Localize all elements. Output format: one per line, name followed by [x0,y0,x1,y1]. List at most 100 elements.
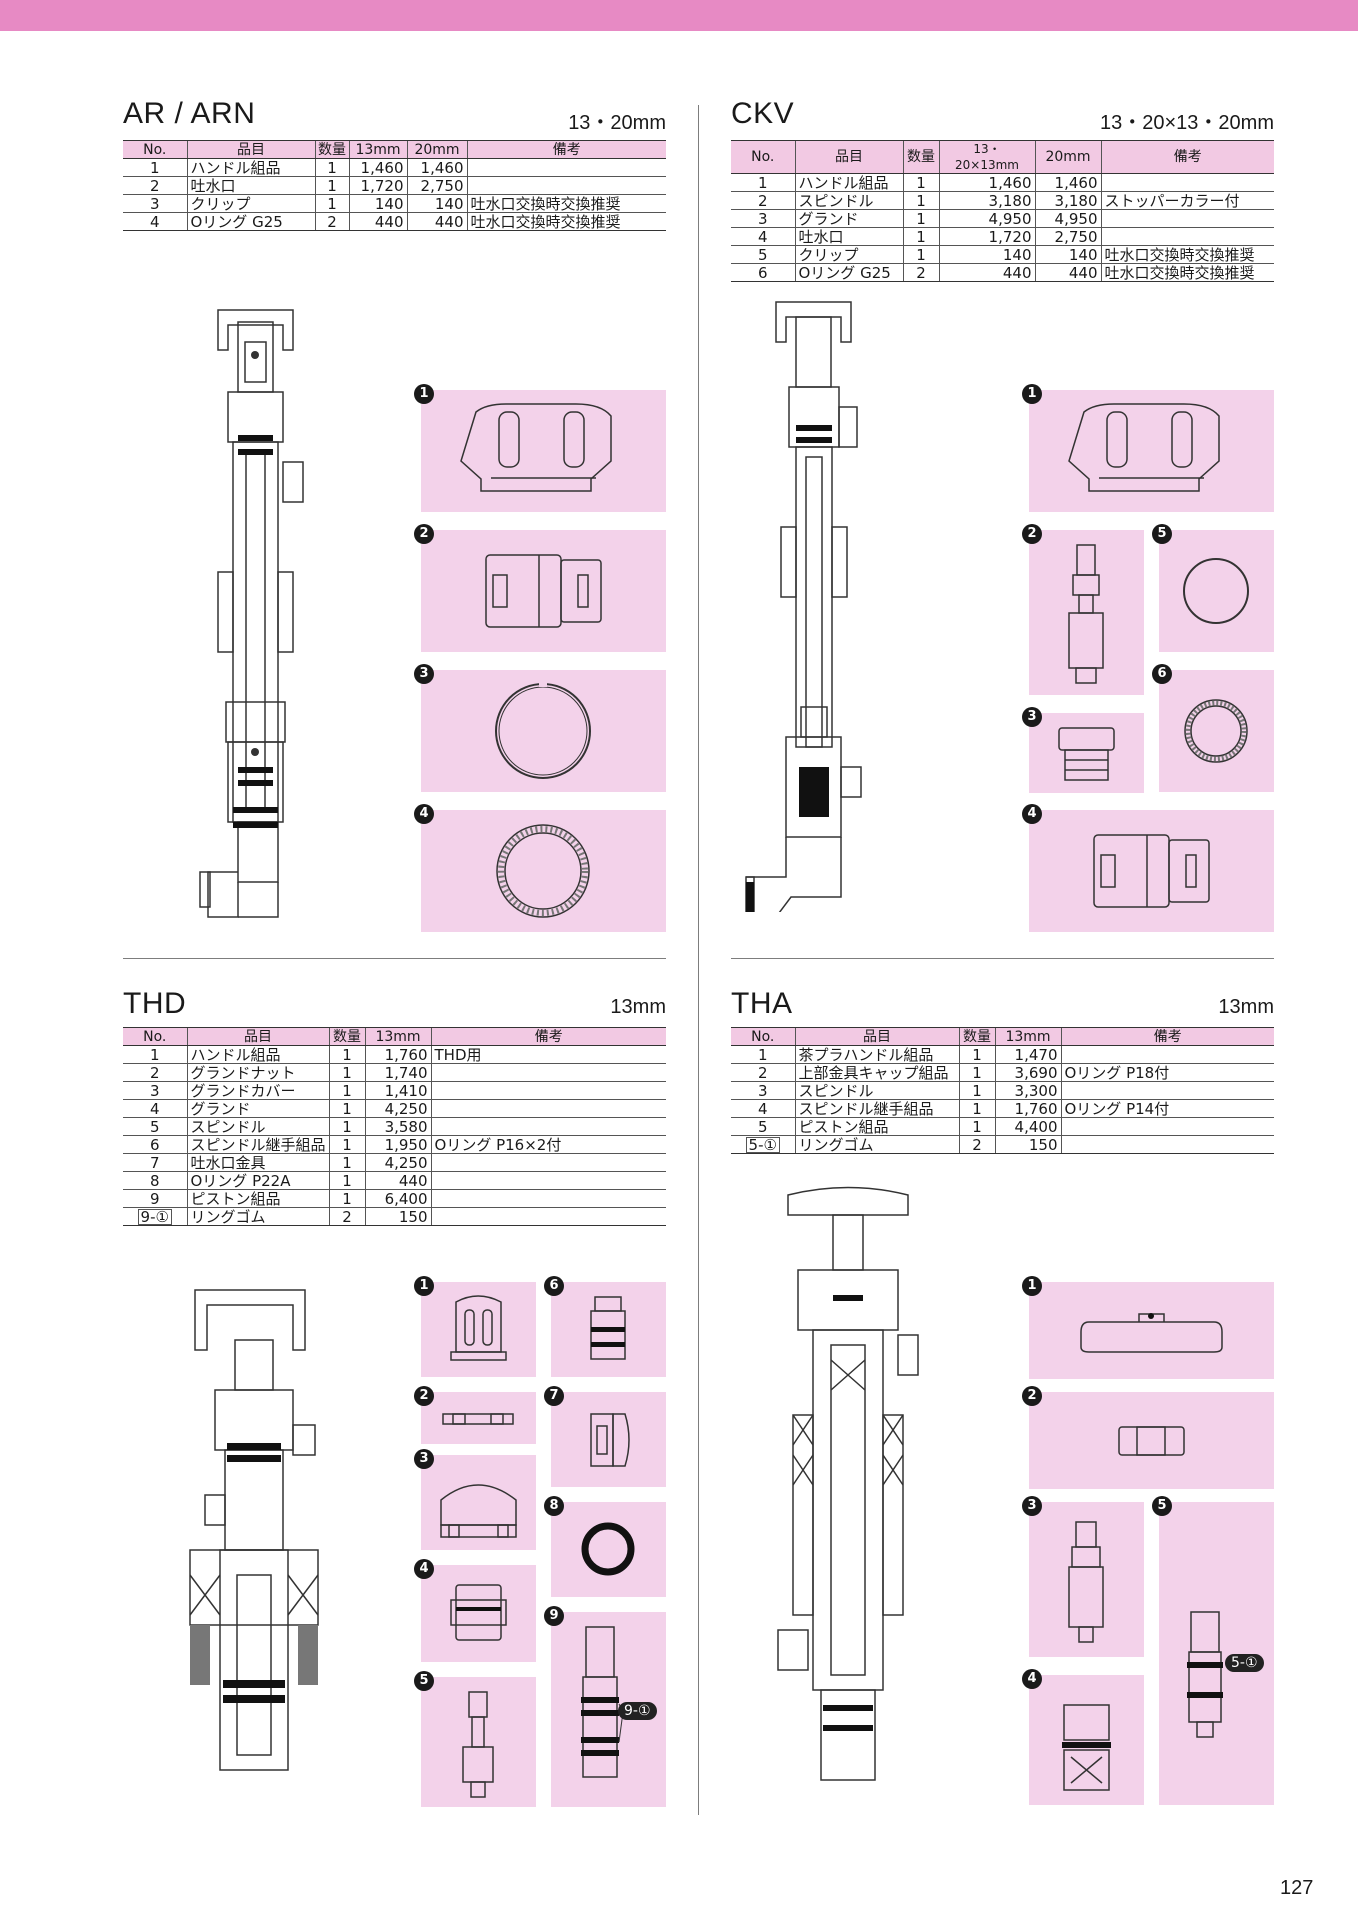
cell-price-20: 440 [406,212,467,231]
section-size: 13mm [610,996,666,1018]
cell-no: 5 [731,1117,795,1136]
clip-illustration [495,681,591,779]
cell-notes: Oリング P18付 [1060,1063,1274,1082]
cell-price-13: 6,400 [364,1189,432,1208]
cell-item: ピストン組品 [794,1117,959,1136]
cell-no: 7 [123,1153,187,1172]
cell-no: 3 [731,1081,795,1100]
part-badge-9: 9 [544,1606,564,1626]
cell-no: 3 [123,194,187,213]
cell-item: グランドナット [186,1063,330,1082]
part-panel-2 [421,530,666,652]
part-badge-5: 5 [1152,1496,1172,1516]
part-panel-4 [421,810,666,932]
part-badge-8: 8 [544,1496,564,1516]
part-panel-3 [421,1455,536,1550]
col-header-notes: 備考 [1100,140,1274,174]
cell-qty: 1 [958,1063,995,1082]
cell-no: 1 [731,173,795,192]
part-panel-4 [421,1565,536,1662]
cell-notes [430,1207,666,1226]
cell-item: 吐水口 [794,227,903,246]
cell-notes [430,1189,666,1208]
cell-notes [430,1117,666,1136]
cell-no: 3 [123,1081,187,1100]
col-header-no: No. [731,140,795,174]
cell-notes [430,1171,666,1190]
cell-price-13: 1,740 [364,1063,432,1082]
cell-qty: 1 [958,1099,995,1118]
cell-qty: 1 [328,1099,366,1118]
part-panel-2 [421,1392,536,1444]
cell-qty: 1 [328,1081,366,1100]
cell-no: 5 [123,1117,187,1136]
part-panel-2 [1029,1392,1274,1489]
part-badge-7: 7 [544,1386,564,1406]
col-header-no: No. [731,1027,795,1046]
cell-qty: 1 [328,1189,366,1208]
cell-price-13: 1,460 [938,173,1035,192]
horizontal-divider-left [123,958,666,959]
cell-qty: 1 [902,191,939,210]
col-header-item: 品目 [186,140,315,159]
part-panel-4 [1029,1675,1144,1805]
cell-item: Oリング P22A [186,1171,330,1190]
col-header-qty: 数量 [958,1027,995,1046]
cell-qty: 2 [958,1135,995,1154]
cell-item: クリップ [794,245,903,264]
piston-illustration [1187,1611,1223,1738]
section-ckv: CKV 13・20×13・20mm No. 品目 数量 13・20×13mm 2… [731,97,1274,937]
part-badge-4: 4 [414,1559,434,1579]
cell-item: ハンドル組品 [794,173,903,192]
sub-part-callout: 5-① [1225,1654,1264,1672]
upper-cap-illustration [1118,1426,1185,1456]
cell-price-20: 140 [406,194,467,213]
spout-illustration [485,554,602,628]
cell-notes: ストッパーカラー付 [1100,191,1274,210]
part-badge-2: 2 [1022,1386,1042,1406]
cell-qty: 1 [328,1153,366,1172]
cell-notes: THD用 [430,1045,666,1064]
cell-qty: 1 [328,1171,366,1190]
cell-price-20: 2,750 [406,176,467,195]
cell-item: クリップ [186,194,315,213]
cell-item: グランドカバー [186,1081,330,1100]
cell-price-13: 3,180 [938,191,1035,210]
cell-price-20: 3,180 [1034,191,1101,210]
part-panel-1 [421,1282,536,1377]
cell-no: 6 [123,1135,187,1154]
part-badge-3: 3 [414,664,434,684]
page-number: 127 [1280,1877,1314,1899]
part-panel-3 [1029,1502,1144,1657]
part-badge-2: 2 [1022,524,1042,544]
cell-price-13: 140 [348,194,407,213]
col-header-13mm: 13mm [364,1027,432,1046]
part-panel-3 [1029,713,1144,793]
cell-item: ピストン組品 [186,1189,330,1208]
part-badge-6: 6 [544,1276,564,1296]
part-panel-3 [421,670,666,792]
spout-fitting-illustration [590,1413,630,1467]
cell-item: Oリング G25 [794,263,903,282]
ar-faucet-cross-section [199,309,304,918]
col-header-qty: 数量 [902,140,939,174]
cell-no: 4 [731,1099,795,1118]
part-badge-4: 4 [1022,1669,1042,1689]
section-title: AR / ARN [123,97,256,130]
col-header-no: No. [123,140,187,159]
cell-price-13: 4,250 [364,1153,432,1172]
cell-notes [466,158,666,177]
part-panel-6 [551,1282,666,1377]
cell-no: 9 [123,1189,187,1208]
